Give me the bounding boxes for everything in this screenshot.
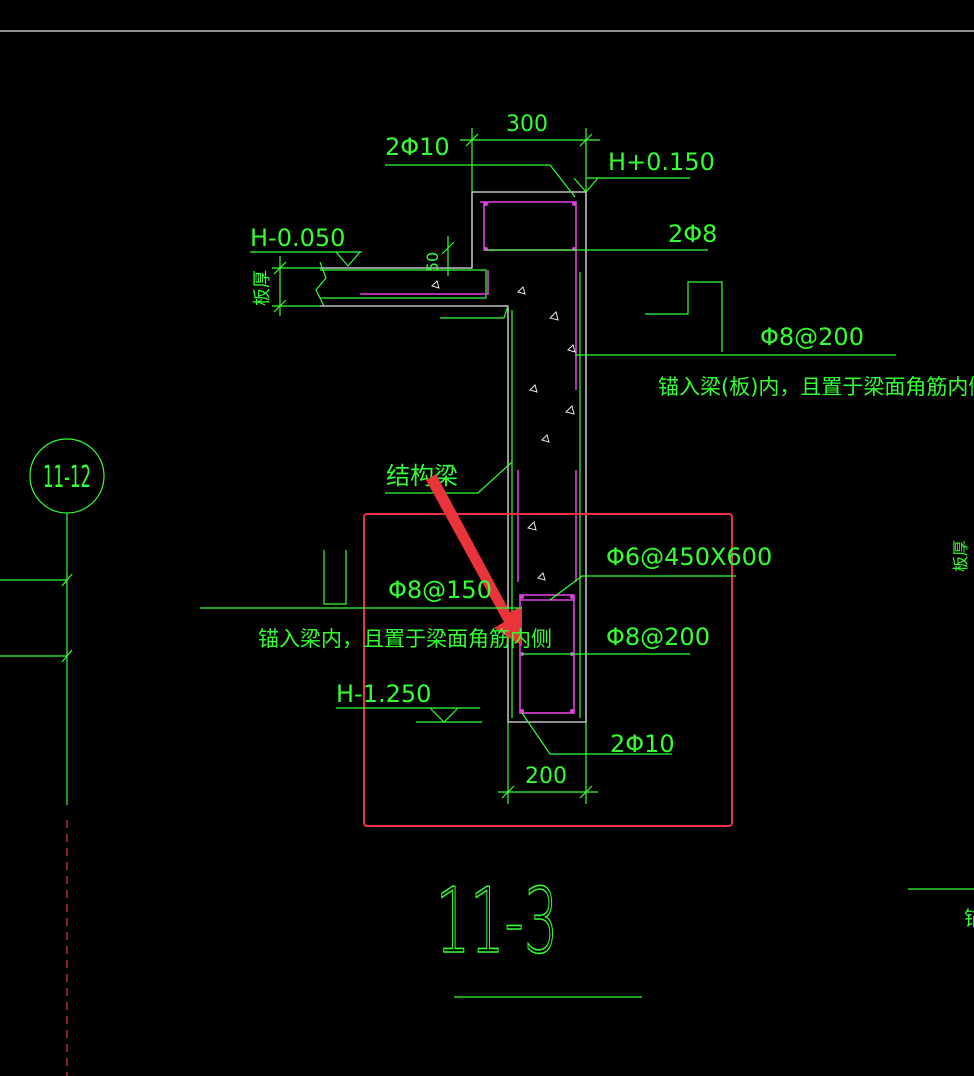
leader-rebar-bottom: [521, 712, 672, 755]
axis-bubble: [0, 438, 105, 1076]
highlight-arrow: [426, 474, 522, 646]
right-edge-text: 板厚: [951, 540, 970, 572]
stirrup-shape-lower: [323, 550, 347, 605]
elev-bottom-label: H-1.250: [336, 680, 431, 708]
elev-slab-label: H-0.050: [250, 224, 345, 252]
tie-bar-label: Φ6@450X600: [606, 543, 772, 571]
anchor-note-left: 锚入梁内，且置于梁面角筋内侧: [258, 627, 552, 651]
rebar-bottom-label: 2Φ10: [610, 730, 675, 758]
slab-thickness-dim: [272, 256, 327, 316]
dim-300-label: 300: [506, 112, 548, 137]
stirrup-left-label: Φ8@150: [388, 576, 492, 604]
section-title: 11-3: [436, 868, 559, 974]
elev-slab-symbol: [250, 251, 362, 267]
rebar-top-label: 2Φ10: [385, 133, 450, 161]
stirrup-shape-upper: [645, 281, 723, 352]
dim-200-label: 200: [525, 764, 567, 789]
leader-rebar-top: [385, 164, 576, 198]
stirrup-lower-label: Φ8@200: [606, 623, 710, 651]
highlight-box: [363, 513, 733, 827]
concrete-hatch: [431, 280, 576, 581]
elev-top-label: H+0.150: [608, 148, 715, 176]
dim-200: [498, 722, 598, 804]
leader-tie-bar: [549, 575, 736, 601]
rebar-cage-upper: [360, 201, 577, 582]
dim-50-label: 50: [423, 252, 442, 272]
elev-top-symbol: [573, 177, 690, 193]
slab-thickness-label: 板厚: [252, 270, 273, 306]
dim-300: [460, 128, 600, 192]
axis-label: 11-12: [43, 460, 91, 495]
right-edge-text2: 锚: [964, 906, 974, 930]
anchor-note-right: 锚入梁(板)内，且置于梁面角筋内侧: [658, 375, 974, 399]
stirrup-upper-label: Φ8@200: [760, 323, 864, 351]
elev-bottom-symbol: [336, 707, 482, 723]
slab-end-mark: [440, 305, 509, 319]
dim-50: [441, 236, 455, 276]
rebar-2phi8-label: 2Φ8: [668, 220, 717, 248]
structural-beam-label: 结构梁: [386, 462, 458, 490]
leader-structural-beam: [385, 461, 513, 494]
